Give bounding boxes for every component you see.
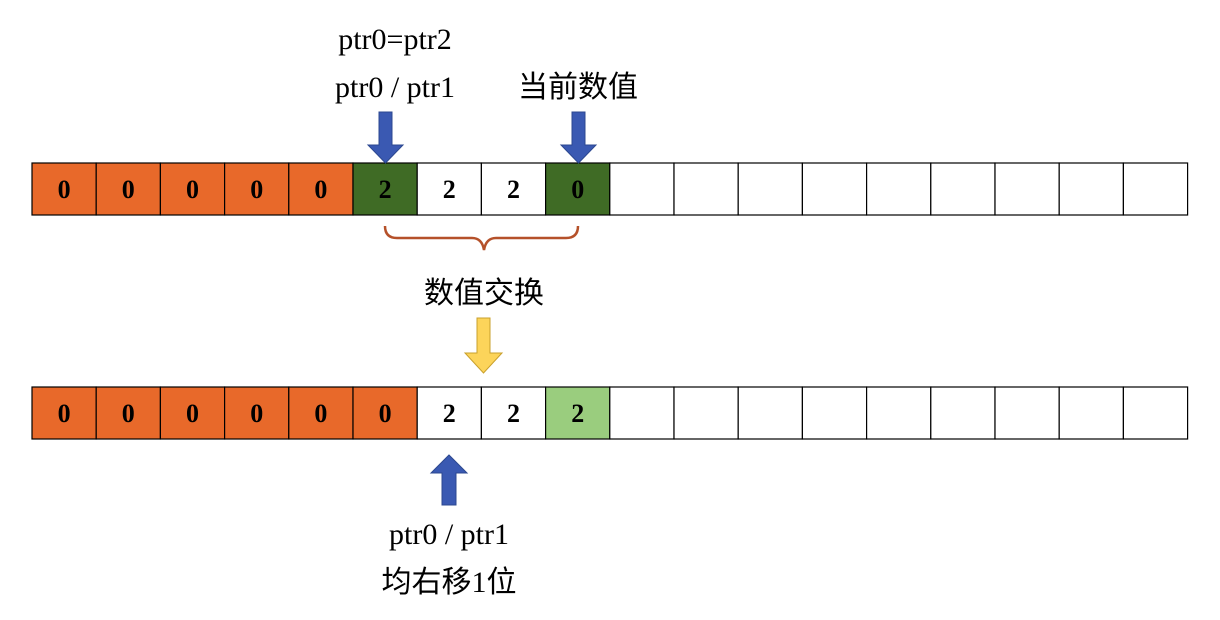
array-cell-box — [544, 386, 611, 440]
array-cell-box — [737, 386, 804, 440]
array-cell-value: 2 — [571, 399, 584, 428]
array-cell-box — [1122, 386, 1189, 440]
array-cell — [673, 386, 739, 440]
array-cell — [1122, 386, 1189, 440]
array-cell-box — [801, 162, 868, 216]
array-cell-box — [352, 386, 418, 440]
array-cell-box — [95, 162, 161, 216]
array-cell: 2 — [352, 162, 418, 216]
array-cell-box — [544, 162, 611, 216]
array-cell — [930, 162, 996, 216]
array-cell-value: 0 — [186, 175, 199, 204]
array-cell-box — [224, 386, 290, 440]
array-cell-value: 0 — [250, 175, 263, 204]
array-cell-box — [801, 386, 868, 440]
array-cell-box — [673, 386, 739, 440]
array-cell: 2 — [416, 162, 483, 216]
array-cell-value: 2 — [379, 175, 392, 204]
array-cell-value: 0 — [250, 399, 263, 428]
array-cell-value: 0 — [379, 399, 392, 428]
array-cell: 0 — [224, 386, 290, 440]
array-cell — [609, 386, 675, 440]
array-cell-value: 2 — [507, 175, 520, 204]
array-cell — [801, 162, 868, 216]
array-cell: 2 — [480, 386, 547, 440]
array-cell-box — [480, 162, 547, 216]
array-cell-value: 0 — [58, 399, 71, 428]
array-cell — [801, 386, 868, 440]
array-row-before: 0 0 0 0 0 2 2 2 0 — [31, 162, 1189, 216]
array-cell — [994, 386, 1060, 440]
pointer-arrow-down-icon — [366, 111, 405, 164]
array-cell — [994, 162, 1060, 216]
array-cell-box — [865, 386, 932, 440]
array-cell — [737, 386, 804, 440]
swap-brace — [383, 225, 580, 251]
array-cell-box — [288, 162, 354, 216]
array-cell-box — [930, 386, 996, 440]
array-cell-box — [1058, 162, 1124, 216]
array-cell-value: 0 — [58, 175, 71, 204]
array-cell: 0 — [95, 162, 161, 216]
array-cell — [865, 162, 932, 216]
array-cell-box — [930, 162, 996, 216]
array-cell — [930, 386, 996, 440]
array-cell-value: 0 — [186, 399, 199, 428]
array-cell-value: 0 — [314, 175, 327, 204]
array-cell: 2 — [544, 386, 611, 440]
array-cell: 0 — [352, 386, 418, 440]
array-cell-box — [31, 162, 97, 216]
array-cell-value: 0 — [314, 399, 327, 428]
array-cell — [865, 386, 932, 440]
array-cell: 2 — [416, 386, 483, 440]
array-cell-value: 0 — [571, 175, 584, 204]
array-cell-value: 2 — [443, 175, 456, 204]
array-cell-box — [95, 386, 161, 440]
array-cell: 0 — [31, 386, 97, 440]
array-cell: 0 — [95, 386, 161, 440]
array-cell: 0 — [31, 162, 97, 216]
array-cell — [609, 162, 675, 216]
array-cell-value: 2 — [443, 399, 456, 428]
array-cell — [1058, 162, 1124, 216]
swap-arrow-down-icon — [463, 317, 504, 374]
array-cell-box — [609, 162, 675, 216]
array-cell-box — [994, 386, 1060, 440]
array-cell: 0 — [288, 386, 354, 440]
array-cell-box — [609, 386, 675, 440]
array-cell — [1058, 386, 1124, 440]
array-cell: 0 — [159, 162, 226, 216]
array-cell: 2 — [480, 162, 547, 216]
array-cell-box — [673, 162, 739, 216]
array-cell-box — [159, 162, 226, 216]
array-cell-box — [1122, 162, 1189, 216]
array-cell-box — [31, 386, 97, 440]
array-cell: 0 — [224, 162, 290, 216]
array-cell: 0 — [544, 162, 611, 216]
array-row-after: 0 0 0 0 0 0 2 2 2 — [31, 386, 1189, 440]
array-cell — [1122, 162, 1189, 216]
array-cell-value: 0 — [122, 399, 135, 428]
array-cell-value: 2 — [507, 399, 520, 428]
current-value-arrow-down-icon — [559, 111, 598, 164]
array-cell-box — [1058, 386, 1124, 440]
array-cell — [673, 162, 739, 216]
pointer-arrow-up-icon — [429, 454, 469, 506]
array-cell-box — [288, 386, 354, 440]
array-cell: 0 — [159, 386, 226, 440]
array-cell-value: 0 — [122, 175, 135, 204]
array-cell-box — [994, 162, 1060, 216]
array-cell — [737, 162, 804, 216]
array-cell-box — [865, 162, 932, 216]
array-cell: 0 — [288, 162, 354, 216]
array-cell-box — [416, 162, 483, 216]
array-cell-box — [737, 162, 804, 216]
